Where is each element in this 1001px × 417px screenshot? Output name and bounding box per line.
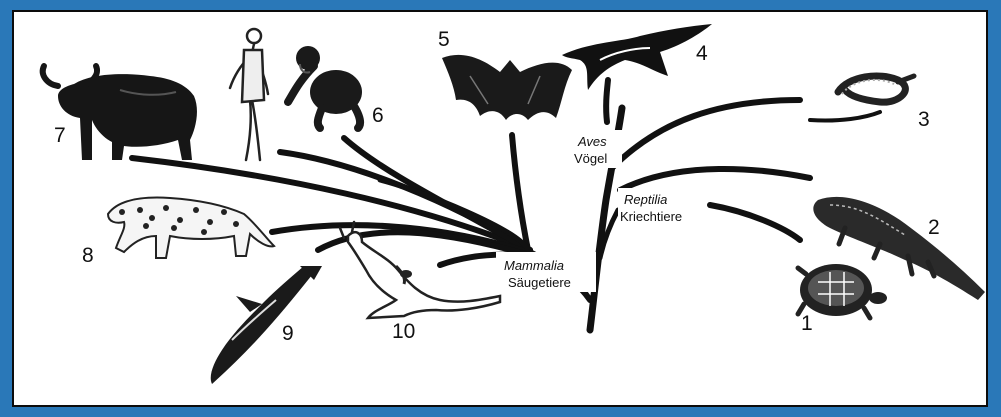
mammalia-latin-label: Mammalia (504, 258, 564, 273)
mammal-branch-bat (512, 135, 528, 250)
turtle-icon (798, 264, 887, 318)
animal-number-6: 6 (372, 104, 384, 127)
animal-number-8: 8 (82, 244, 94, 267)
bat-icon (442, 55, 572, 120)
reptile-branch-crocodile (620, 169, 810, 190)
reptile-branch-snake (612, 100, 800, 168)
mammalia-german-label: Säugetiere (508, 275, 571, 290)
animal-number-3: 3 (918, 108, 930, 131)
animal-number-9: 9 (282, 322, 294, 345)
animal-number-5: 5 (438, 28, 450, 51)
bird-icon (562, 24, 712, 90)
animal-number-1: 1 (801, 312, 813, 335)
reptile-branch-turtle (710, 205, 800, 240)
aves-latin-label: Aves (577, 134, 607, 149)
leopard-icon (108, 198, 274, 258)
snake-icon (838, 76, 914, 102)
animal-number-2: 2 (928, 216, 940, 239)
animal-number-7: 7 (54, 124, 66, 147)
aves-german-label: Vögel (574, 151, 607, 166)
reptilia-german-label: Kriechtiere (620, 209, 682, 224)
aves-branch (606, 80, 608, 122)
dolphin-icon (211, 266, 322, 384)
animal-number-4: 4 (696, 42, 708, 65)
reptilia-latin-label: Reptilia (624, 192, 667, 207)
human-figure-icon (230, 29, 268, 160)
animal-number-10: 10 (392, 320, 415, 343)
snake-tail-branch (810, 112, 880, 121)
buffalo-icon (43, 66, 197, 160)
ape-icon (288, 46, 362, 128)
